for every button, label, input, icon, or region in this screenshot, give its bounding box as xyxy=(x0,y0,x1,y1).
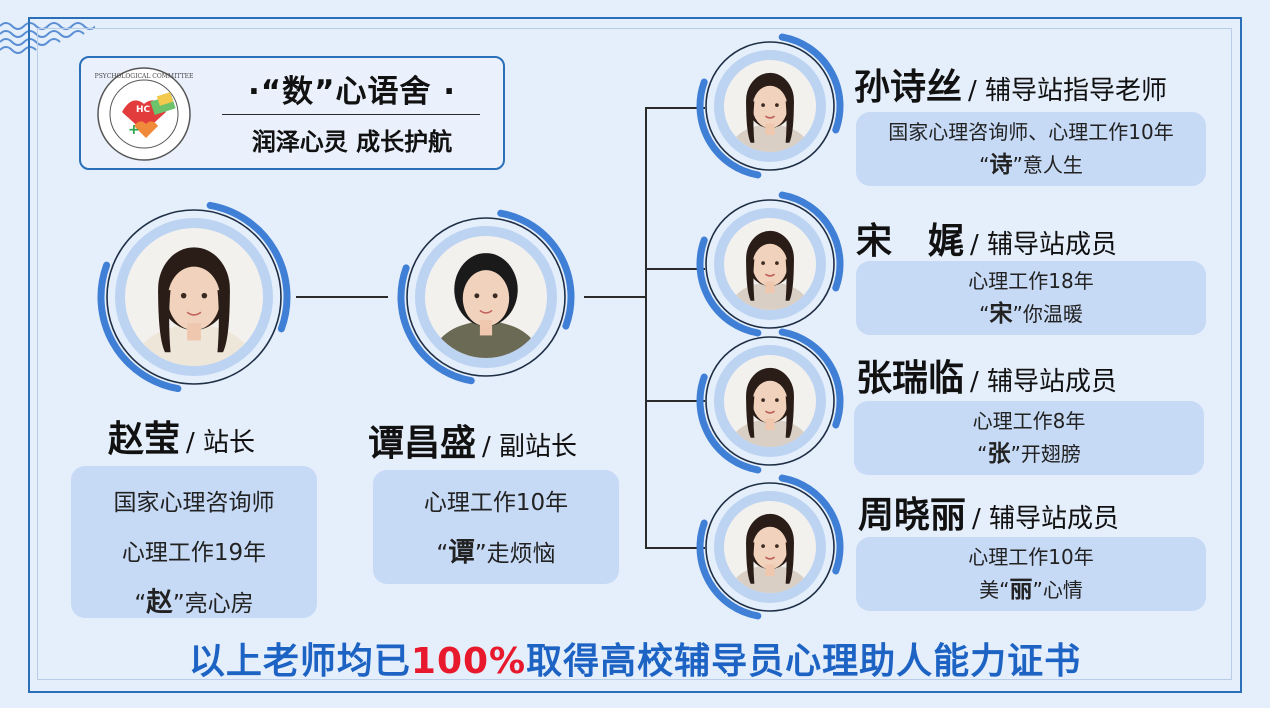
motto-highlight: 诗 xyxy=(989,152,1013,178)
card-line: 心理工作10年 xyxy=(423,490,569,516)
branch-3 xyxy=(645,400,705,402)
member-name-tan: 谭昌盛/ 副站长 xyxy=(368,414,577,466)
avatar-zhang xyxy=(696,328,844,474)
branch-1 xyxy=(645,107,705,109)
brand-divider xyxy=(222,114,480,115)
card-motto: “谭”走烦恼 xyxy=(436,537,556,568)
avatar-tan xyxy=(397,209,575,385)
member-role: / 站长 xyxy=(186,428,256,458)
motto-highlight: 宋 xyxy=(989,301,1013,327)
member-role: / 辅导站指导老师 xyxy=(968,76,1168,106)
tree-trunk xyxy=(645,107,647,549)
member-card-tan: 心理工作10年 “谭”走烦恼 xyxy=(373,470,619,584)
card-line: 国家心理咨询师 xyxy=(113,490,275,516)
motto-highlight: 张 xyxy=(987,441,1011,467)
avatar-zhao xyxy=(97,201,291,393)
card-motto: “宋”你温暖 xyxy=(979,301,1083,327)
member-name: 谭昌盛 xyxy=(368,423,477,464)
member-role: / 辅导站成员 xyxy=(972,504,1120,534)
member-name-zhao: 赵莹/ 站长 xyxy=(108,410,255,462)
card-line: 心理工作19年 xyxy=(121,540,267,566)
member-name: 宋 娓 xyxy=(856,221,965,262)
member-name: 周晓丽 xyxy=(858,495,967,536)
svg-text:+: + xyxy=(128,122,140,138)
card-motto: 美“丽”心情 xyxy=(979,577,1083,603)
motto-highlight: 赵 xyxy=(146,587,173,618)
member-card-song: 心理工作18年 “宋”你温暖 xyxy=(856,261,1206,335)
member-card-zhang: 心理工作8年 “张”开翅膀 xyxy=(854,401,1204,475)
member-card-zhao: 国家心理咨询师 心理工作19年 “赵”亮心房 xyxy=(71,466,317,618)
inner-frame xyxy=(37,28,1232,680)
certificate-note: 以上老师均已100%取得高校辅导员心理助人能力证书 xyxy=(188,641,1082,682)
card-line: 心理工作10年 xyxy=(968,545,1094,569)
motto-highlight: 丽 xyxy=(1009,577,1033,603)
avatar-song xyxy=(696,191,844,337)
member-card-sun: 国家心理咨询师、心理工作10年 “诗”意人生 xyxy=(856,112,1206,186)
logo-ring-text: PSYCHOLOGICAL COMMITTEE xyxy=(95,73,194,80)
member-name-zhang: 张瑞临/ 辅导站成员 xyxy=(856,349,1117,401)
percentage-highlight: 100% xyxy=(410,641,527,682)
card-line: 心理工作8年 xyxy=(972,409,1086,433)
avatar-zhou xyxy=(696,474,844,620)
member-role: / 副站长 xyxy=(482,432,578,462)
outer-frame xyxy=(28,17,1242,693)
member-name-zhou: 周晓丽/ 辅导站成员 xyxy=(858,486,1119,538)
card-motto: “赵”亮心房 xyxy=(134,587,254,618)
brand-slogan: 润泽心灵 成长护航 xyxy=(251,128,453,156)
member-name: 孙诗丝 xyxy=(854,67,963,108)
branch-4 xyxy=(645,547,705,549)
motto-highlight: 谭 xyxy=(448,537,475,568)
member-card-zhou: 心理工作10年 美“丽”心情 xyxy=(856,537,1206,611)
member-role: / 辅导站成员 xyxy=(970,367,1118,397)
branch-2 xyxy=(645,268,705,270)
member-name: 赵莹 xyxy=(108,419,181,460)
member-name-song: 宋 娓/ 辅导站成员 xyxy=(856,212,1117,264)
wave-decoration xyxy=(0,22,95,54)
committee-logo: + HC PSYCHOLOGICAL COMMITTEE xyxy=(95,67,194,161)
member-name-sun: 孙诗丝/ 辅导站指导老师 xyxy=(854,58,1167,110)
card-motto: “张”开翅膀 xyxy=(977,441,1081,467)
avatar-sun xyxy=(696,33,844,179)
svg-text:HC: HC xyxy=(136,105,151,115)
connector-2-tree xyxy=(584,296,646,298)
card-line: 心理工作18年 xyxy=(968,269,1094,293)
card-line: 国家心理咨询师、心理工作10年 xyxy=(888,120,1174,144)
card-motto: “诗”意人生 xyxy=(979,152,1083,178)
brand-title: ·“数”心语舍 · xyxy=(247,74,457,110)
member-role: / 辅导站成员 xyxy=(970,230,1118,260)
member-name: 张瑞临 xyxy=(856,358,965,399)
connector-1-2 xyxy=(296,296,388,298)
